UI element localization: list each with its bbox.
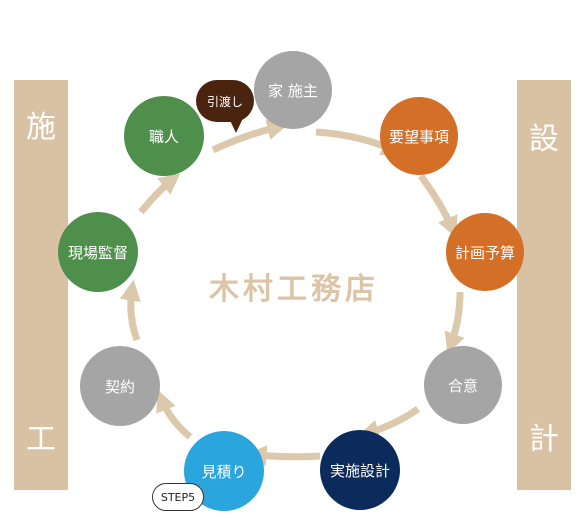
arrow-supervision-to-craftsman bbox=[138, 173, 181, 215]
company-name: 木村工務店 bbox=[209, 272, 379, 307]
design-bar: 設 計 bbox=[517, 80, 571, 490]
step-callout: STEP5 bbox=[152, 483, 204, 511]
node-detailed-design: 実施設計 bbox=[320, 430, 400, 510]
node-craftsman: 職人 bbox=[124, 96, 204, 176]
arrow-contract-to-supervision bbox=[119, 279, 141, 342]
node-contract: 契約 bbox=[80, 346, 160, 426]
construction-bar: 施 工 bbox=[14, 80, 68, 490]
construction-label-bottom: 工 bbox=[26, 422, 56, 457]
arrow-craftsman-to-client bbox=[211, 119, 289, 154]
design-label-bottom: 計 bbox=[529, 422, 559, 457]
handover-callout: 引渡し bbox=[196, 80, 254, 122]
construction-label-top: 施 bbox=[26, 110, 56, 145]
arrow-budget-to-agreement bbox=[444, 291, 465, 354]
node-agreement: 合意 bbox=[424, 346, 502, 424]
arrow-agreement-to-design bbox=[357, 406, 420, 441]
node-client: 家 施主 bbox=[254, 51, 332, 129]
node-requirements: 要望事項 bbox=[380, 97, 458, 175]
arrow-requirements-to-budget bbox=[418, 173, 458, 238]
arrow-estimate-to-contract bbox=[156, 390, 193, 440]
node-budget: 計画予算 bbox=[446, 213, 524, 291]
arrow-design-to-estimate bbox=[245, 445, 321, 467]
design-label-top: 設 bbox=[529, 122, 559, 157]
node-site-supervision: 現場監督 bbox=[58, 212, 138, 292]
